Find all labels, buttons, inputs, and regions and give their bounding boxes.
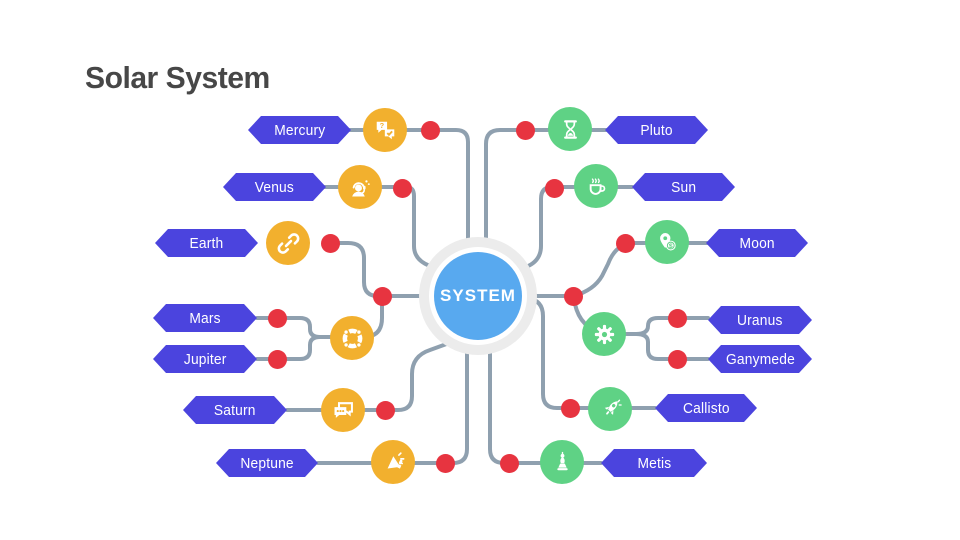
node-mercury[interactable]: Mercury [248,116,351,144]
node-saturn[interactable]: Saturn [183,396,287,424]
node-earth[interactable]: Earth [155,229,258,257]
svg-text:$: $ [668,243,672,250]
connector-dot [667,308,687,328]
saturn-icon-badge[interactable] [321,388,365,432]
connector-dot [420,120,440,140]
connector-dot [499,453,519,473]
link-icon [277,232,299,254]
connector-dot [372,286,392,306]
svg-text:?: ? [379,121,384,130]
node-label: Mercury [273,121,326,139]
connector-dot [560,398,580,418]
metis-icon-badge[interactable] [540,440,584,484]
qa-chat-icon: ? [376,121,394,139]
support-agent-icon [351,179,370,196]
node-label: Saturn [214,401,256,419]
connector-dot [615,233,635,253]
node-venus[interactable]: Venus [223,173,326,201]
connector-dot [667,349,687,369]
node-callisto[interactable]: Callisto [655,394,757,422]
connector-dot [320,233,340,253]
node-pluto[interactable]: Pluto [605,116,708,144]
mars-jupiter-icon-badge[interactable] [330,316,374,360]
center-node-label: SYSTEM [440,286,516,305]
node-label: Sun [670,178,697,196]
chess-piece-icon [556,451,568,470]
node-label: Neptune [240,454,294,472]
venus-icon-badge[interactable] [338,165,382,209]
node-sun[interactable]: Sun [632,173,735,201]
connector-dot [544,178,564,198]
connector-dot [267,308,287,328]
connector-dot [515,120,535,140]
callisto-icon-badge[interactable] [588,387,632,431]
connector-uranus [614,316,710,336]
connector-saturn [285,340,454,412]
connector-pluto [484,128,608,250]
chat-bubbles-icon [334,401,353,418]
node-mars[interactable]: Mars [153,304,257,332]
connector-dot [267,349,287,369]
node-ganymede[interactable]: Ganymede [708,345,812,373]
node-label: Jupiter [183,350,227,368]
neptune-icon-badge[interactable] [371,440,415,484]
node-label: Earth [189,234,224,252]
connector-sun [516,185,634,273]
node-label: Venus [254,178,295,196]
earth-icon-badge[interactable] [266,221,310,265]
node-jupiter[interactable]: Jupiter [153,345,257,373]
uranus-ganymede-icon-badge[interactable] [582,312,626,356]
connector-jupiter [255,335,348,361]
gear-icon [594,324,614,344]
center-node[interactable]: SYSTEM [434,252,522,340]
moon-icon-badge[interactable]: $ [645,220,689,264]
connector-dot [435,453,455,473]
sun-icon-badge[interactable] [574,164,618,208]
connector-ganymede [614,332,710,361]
megaphone-icon [387,451,404,469]
node-label: Callisto [682,399,730,417]
pluto-icon-badge[interactable] [548,107,592,151]
connector-dot [392,178,412,198]
node-uranus[interactable]: Uranus [708,306,812,334]
mercury-icon-badge[interactable]: ? [363,108,407,152]
connector-mercury [348,128,470,250]
lifebuoy-icon [342,328,362,348]
node-neptune[interactable]: Neptune [216,449,318,477]
connector-dot [563,286,583,306]
connector-earth [334,241,380,298]
connector-callisto [516,295,657,410]
rocket-icon [604,399,622,415]
page-title: Solar System [85,60,270,95]
node-label: Metis [637,454,671,472]
coffee-cup-icon [589,177,605,195]
money-pin-icon: $ [659,232,676,250]
node-label: Pluto [640,121,673,139]
connector-dot [375,400,395,420]
node-metis[interactable]: Metis [601,449,707,477]
node-label: Ganymede [725,350,795,368]
node-label: Mars [189,309,221,327]
hourglass-icon [563,119,577,139]
node-moon[interactable]: Moon [706,229,808,257]
node-label: Moon [739,234,775,252]
node-label: Uranus [737,311,783,329]
